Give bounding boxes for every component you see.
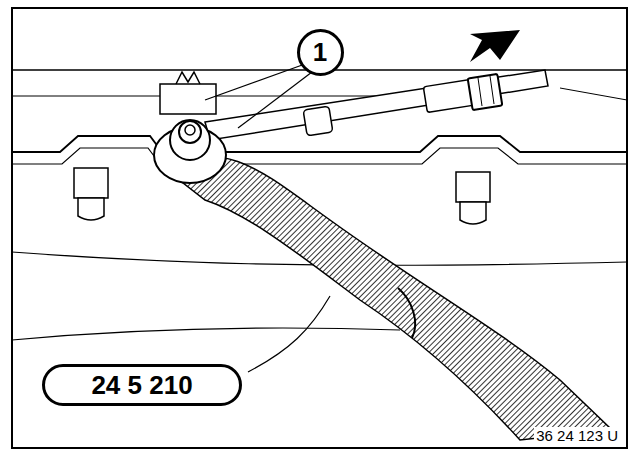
tool-number: 24 5 210: [91, 370, 192, 401]
tool-number-box: 24 5 210: [42, 364, 242, 406]
figure-reference: 36 24 123 U: [534, 427, 620, 444]
callout-number: 1: [313, 37, 327, 68]
callout-circle: 1: [297, 29, 344, 76]
